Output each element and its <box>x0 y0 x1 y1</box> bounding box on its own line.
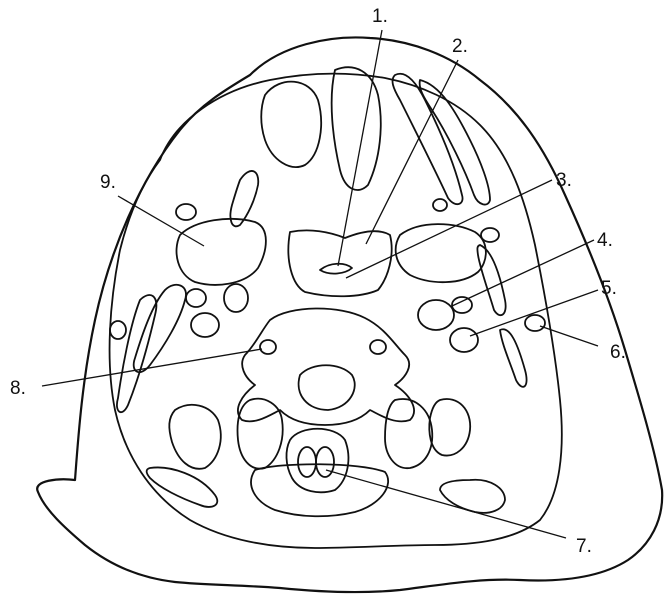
posterior-outer-left <box>147 467 218 506</box>
small-oval-left-1 <box>176 204 196 220</box>
small-oval-right-2 <box>433 199 447 211</box>
outer-outline <box>37 37 662 592</box>
label-2: 2. <box>452 36 468 57</box>
leader-2 <box>366 60 458 244</box>
structure-9 <box>176 219 265 285</box>
posterior-outer-right <box>440 480 505 513</box>
label-9: 9. <box>100 172 116 193</box>
small-oval-right-1 <box>481 228 499 242</box>
leader-6 <box>540 326 598 346</box>
structure-right-long <box>500 329 527 387</box>
structure-right-band <box>477 245 505 315</box>
structure-6 <box>525 315 545 331</box>
label-8: 8. <box>10 378 26 399</box>
strap-muscle-right <box>393 74 463 204</box>
label-1: 1. <box>372 6 388 27</box>
small-oval-left-2 <box>110 321 126 339</box>
structure-5 <box>450 328 478 352</box>
posterior-muscle-far-left <box>169 405 220 469</box>
vessel-left-2 <box>224 284 248 312</box>
structure-8-right <box>370 340 386 354</box>
structure-7-right <box>316 447 334 477</box>
structure-7-left <box>298 447 316 477</box>
muscle-upper-left <box>261 82 321 167</box>
structure-1-curve <box>320 264 352 274</box>
structure-7-surround <box>286 429 348 493</box>
posterior-muscle-right <box>385 399 432 468</box>
structure-4 <box>418 300 454 330</box>
leader-7 <box>326 470 566 538</box>
posterior-center <box>251 464 388 516</box>
leader-8 <box>42 349 262 386</box>
label-5: 5. <box>601 278 617 299</box>
leader-4 <box>452 240 594 306</box>
vessel-left-1 <box>191 313 219 337</box>
leader-9 <box>118 196 204 246</box>
spinal-canal <box>299 365 355 410</box>
vertebra <box>238 308 414 425</box>
vessel-left-3 <box>186 289 206 307</box>
label-6: 6. <box>610 342 626 363</box>
label-3: 3. <box>556 170 572 191</box>
label-4: 4. <box>597 230 613 251</box>
structure-8 <box>260 340 276 354</box>
posterior-muscle-far-right <box>429 399 470 455</box>
label-7: 7. <box>576 536 592 557</box>
strap-muscle-right-2 <box>420 80 490 205</box>
posterior-muscle-left <box>238 399 283 469</box>
leader-3 <box>346 180 552 278</box>
